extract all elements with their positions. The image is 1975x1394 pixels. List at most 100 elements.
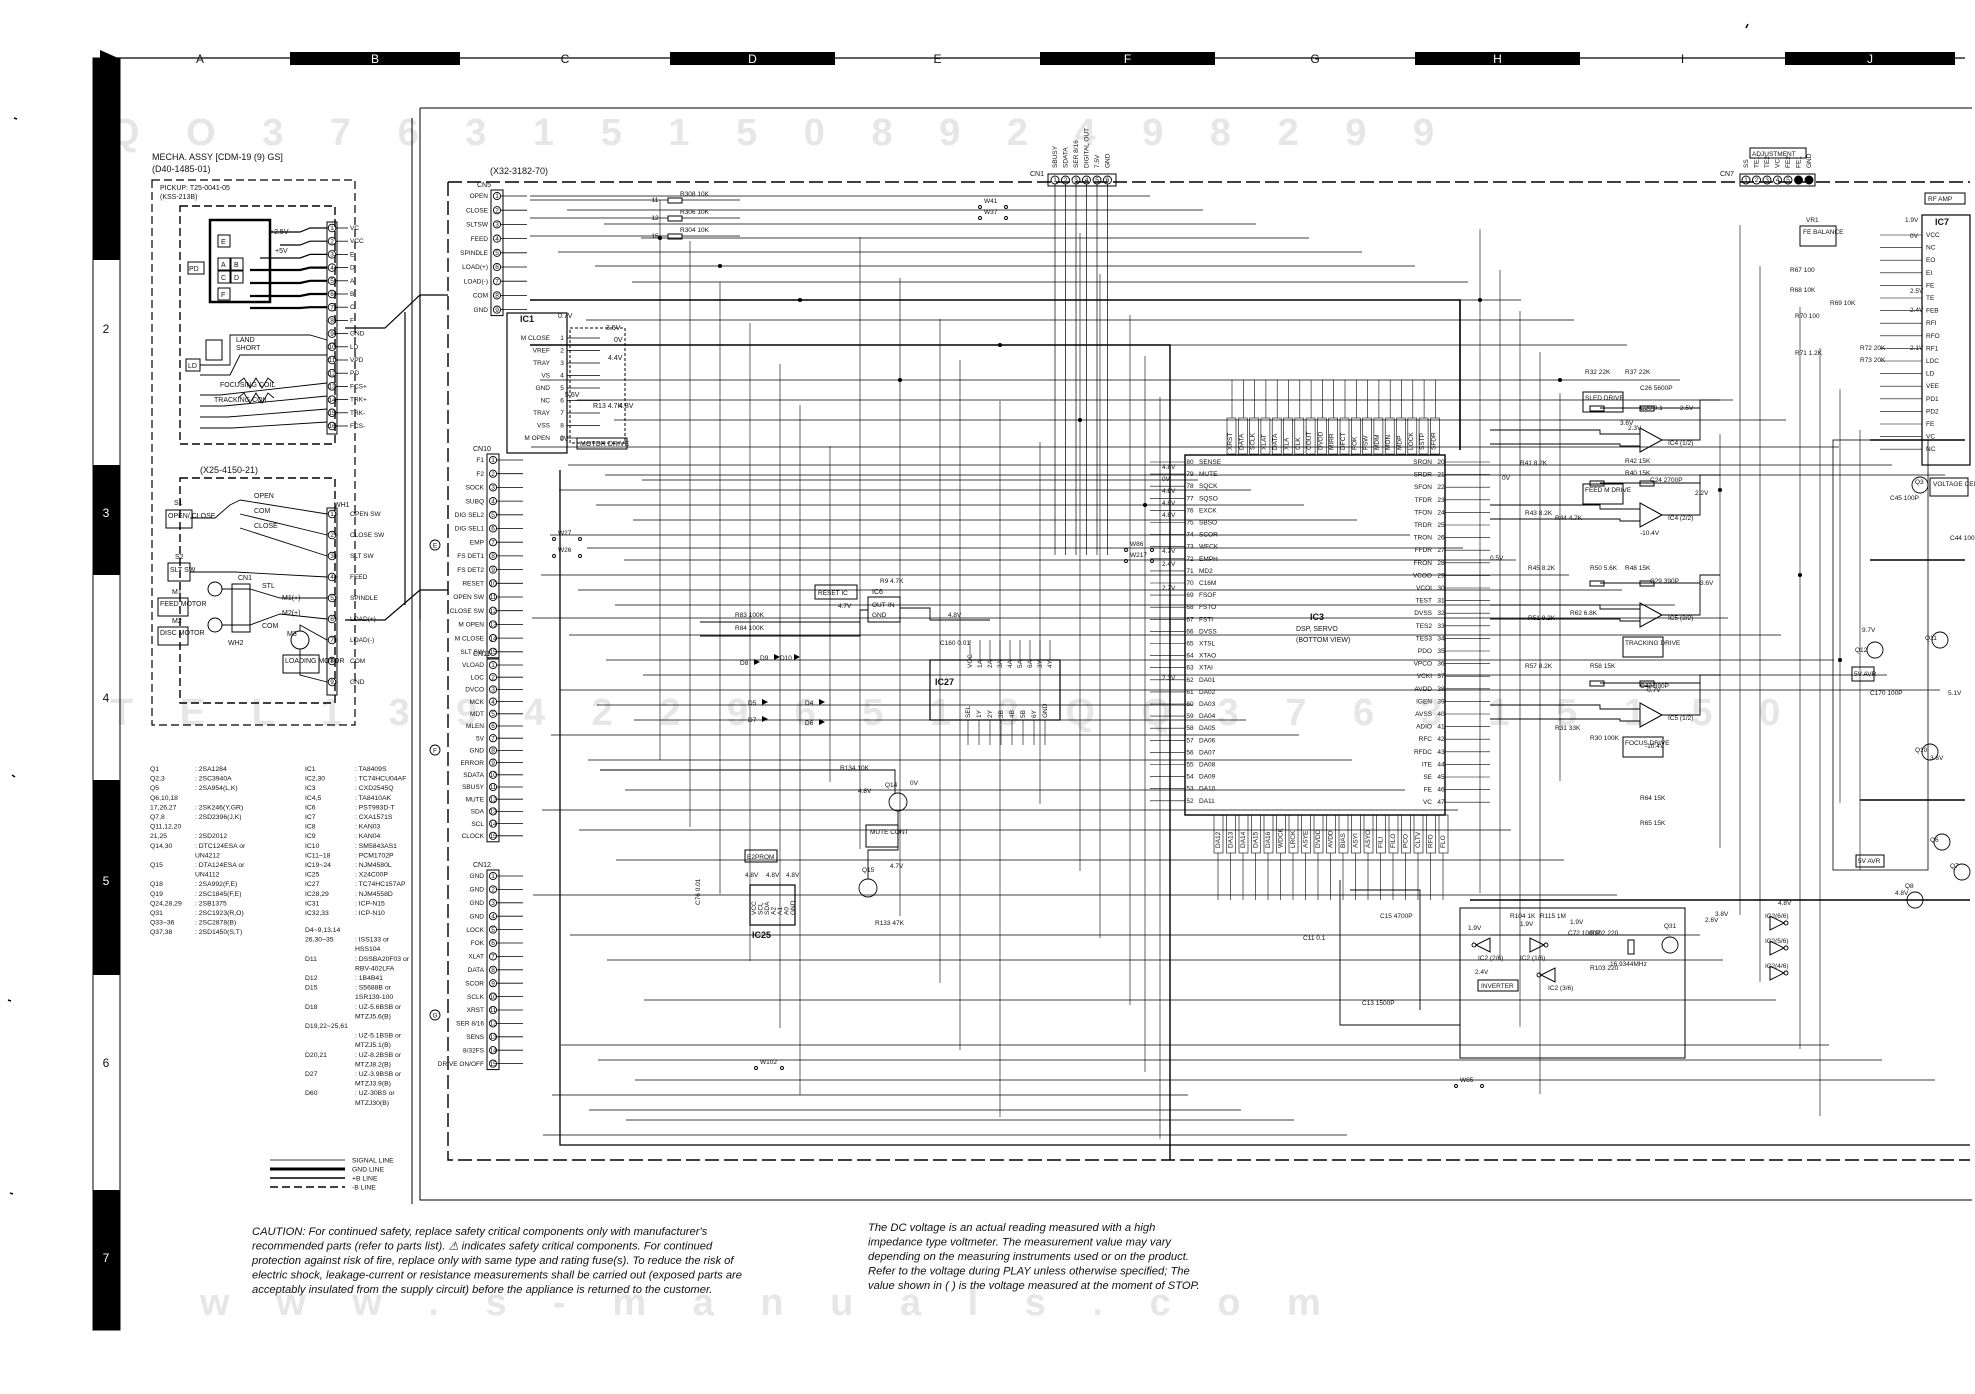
ic3-pin-number: 66	[1186, 628, 1194, 635]
caution-line-4: electric shock, leakage-current or resis…	[252, 1270, 742, 1282]
cn12-pin-10: SCLK	[467, 994, 485, 1001]
diode-ref-2: 26,30~35	[305, 937, 334, 944]
trace	[1662, 574, 1720, 616]
column-label-g: G	[1310, 52, 1319, 66]
inverter-bubble	[1471, 942, 1477, 948]
diode-type-3: HSS104	[355, 946, 381, 953]
ic3-function: DSP, SERVO	[1296, 626, 1338, 633]
power-block-outline	[1832, 439, 1929, 871]
ic3-right-pin-13: DVSS	[1414, 610, 1432, 617]
ic3-left-pin-21: DA03	[1199, 701, 1216, 708]
ic3-bottom-pin-15: FILO	[1390, 834, 1397, 848]
eeprom-volt-1: 4.8V	[745, 872, 759, 879]
ic3-pin-number: 70	[1186, 580, 1194, 587]
ic25-pin-sda: SDA	[764, 901, 771, 915]
cn10-pin-9: FS DET2	[457, 567, 484, 574]
ic27-top-pin-8: 3Y	[1037, 659, 1044, 668]
trace	[237, 377, 275, 389]
ic2-label-4: IC2(6/6)	[1765, 913, 1788, 920]
ic3-left-pin-17: XTAO	[1199, 653, 1216, 660]
caution-line-1: CAUTION: For continued safety, replace s…	[252, 1226, 708, 1238]
mute-r134: R134 10K	[840, 765, 870, 772]
cn1-top-pin-number: 5	[1095, 177, 1099, 184]
cn11-pin-circle	[488, 819, 498, 828]
ic3-pin-number: 54	[1186, 774, 1194, 781]
cn10-pin-circle	[488, 497, 498, 506]
trace	[530, 344, 1171, 1160]
bus-marker	[429, 744, 441, 756]
jumper-w37: W37	[984, 209, 998, 216]
cn7-top-pin	[1741, 175, 1751, 185]
diode-type-12: : UZ-5.1BSB or	[355, 1033, 402, 1040]
avr-label-1: 5V AVR	[1854, 671, 1877, 678]
signal-traces	[530, 195, 1970, 1160]
cn1-top-pin-5: 7.5V	[1094, 154, 1101, 168]
ic3-left-pin-16: XTSL	[1199, 641, 1216, 648]
q15-symbol	[858, 878, 878, 898]
ic3-top-pin-18: SSTP	[1419, 433, 1426, 450]
legend-2: GND LINE	[352, 1167, 385, 1174]
label-q12: Q12	[1855, 647, 1868, 654]
cn5-pin-number: 3	[495, 222, 499, 229]
switch-pin-circle	[327, 677, 337, 687]
ic7-pin-16: FE	[1926, 421, 1935, 428]
avr-label-2: 5V AVR	[1858, 858, 1881, 865]
ic3-pin-number: 43	[1437, 749, 1445, 756]
cn7-top-pin-5: FE2	[1785, 156, 1792, 168]
switch-pin-circle	[327, 656, 337, 666]
mecha-pin-14: TRK+	[350, 397, 367, 404]
ic-type-1: : TA8409S	[355, 766, 387, 773]
cn11-pin-circle	[488, 709, 498, 718]
ic3-bottom-pin-box	[1413, 814, 1424, 854]
cn11-pin-circle	[488, 782, 498, 792]
switch-pin-number: 7	[330, 637, 334, 644]
column-bar	[1415, 52, 1580, 65]
avr-box-1	[1851, 666, 1875, 682]
cn11-pin-number: 13	[489, 809, 497, 816]
cn11-pin-circle	[488, 697, 498, 706]
cn10-pin-3: SOCK	[466, 485, 485, 492]
ic25-pin-vcc: VCC	[751, 901, 758, 915]
mecha-pin-circle	[327, 223, 337, 233]
ic7-pin-12: LD	[1926, 371, 1935, 378]
ic3-pin-number: 38	[1437, 686, 1445, 693]
diode-symbol	[762, 716, 768, 722]
cn10-pin-circle	[488, 606, 498, 615]
transistor-ref-2: Q2,3	[150, 776, 165, 783]
jumper-w27: W27	[558, 530, 572, 537]
ic1-pin-5: GND	[536, 385, 551, 392]
ic3-left-pin-22: DA04	[1199, 713, 1216, 720]
cn1-top-pin-1: SBUSY	[1052, 145, 1059, 168]
ic3-pin-number: 32	[1437, 610, 1445, 617]
reset-ic-label: RESET IC	[818, 590, 848, 597]
caution-line-2: recommended parts (refer to parts list).…	[252, 1241, 713, 1253]
osc-part-1: R104 1K	[1510, 913, 1536, 920]
ic3-top-pin-box	[1283, 417, 1293, 455]
diode-ref-4: D11	[305, 956, 317, 963]
cn12-pin-circle	[488, 992, 498, 1001]
ic3-pin-number: 77	[1186, 495, 1194, 502]
rf-volt-4: 2.4V	[1910, 307, 1924, 314]
ic3-top-pin-4: XLAT	[1261, 434, 1268, 450]
ic3-volt-3: 4.8V	[1162, 488, 1176, 495]
ic3-left-pin-20: DA02	[1199, 689, 1216, 696]
column-bars	[290, 52, 1955, 65]
diode-symbol	[819, 699, 825, 705]
ic3-right-pin-10: VCOO	[1413, 572, 1432, 579]
ic3-right-pin-9: FRON	[1414, 560, 1433, 567]
ic3-name: IC3	[1310, 612, 1324, 622]
mecha-pin-6: B	[350, 291, 354, 298]
cn1-top-pin-6: GND	[1105, 153, 1112, 168]
jumper-w41: W41	[984, 198, 998, 205]
cn7-top-name: CN7	[1720, 171, 1734, 178]
transistor-ref-4: Q6,10,18	[150, 795, 178, 802]
cn10-pin-number: 2	[491, 471, 495, 478]
servo-tracking_drive: TRACKING DRIVE	[1625, 640, 1681, 647]
caution-line-5: acceptably insulated from the supply cir…	[252, 1284, 712, 1296]
main-board-title: (X32-3182-70)	[490, 166, 548, 176]
cn10-pin-number: 15	[489, 649, 497, 656]
ic-ref-6: IC7	[305, 814, 316, 821]
ic3-bottom-pin-2: DA13	[1228, 831, 1235, 848]
